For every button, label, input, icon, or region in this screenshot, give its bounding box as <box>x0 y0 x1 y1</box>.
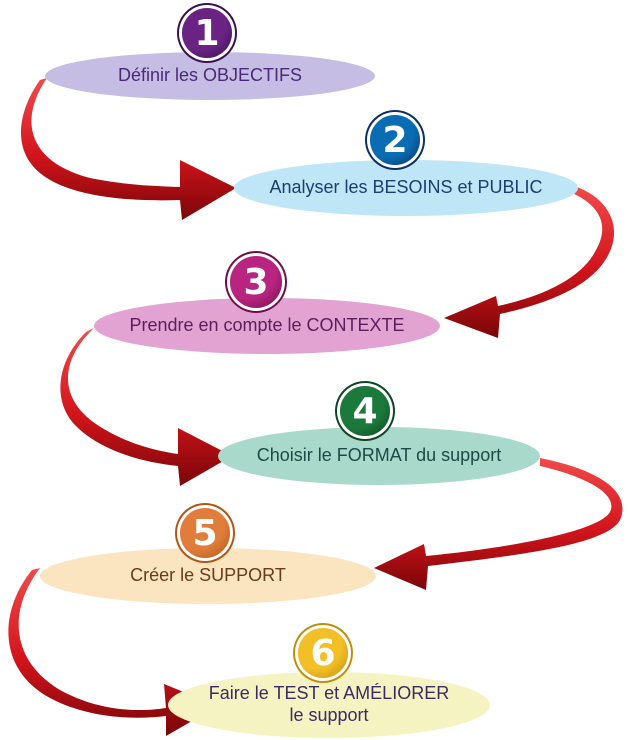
step-4-number: 4 <box>352 390 378 432</box>
step-2-ellipse <box>234 160 578 216</box>
step-3-ellipse <box>94 298 440 354</box>
flow-arrow-1 <box>20 78 236 220</box>
flow-arrow-5 <box>8 568 218 736</box>
step-6-number-badge: 6 <box>298 628 348 678</box>
step-5-number-badge: 5 <box>180 508 230 558</box>
step-4-ellipse <box>218 427 540 485</box>
step-6-ellipse <box>168 672 490 738</box>
step-1-number: 1 <box>194 12 220 54</box>
step-1-number-badge: 1 <box>182 8 232 58</box>
step-4-number-badge: 4 <box>340 386 390 436</box>
step-5-number: 5 <box>192 512 218 554</box>
step-5-ellipse <box>40 548 376 604</box>
step-3-number-badge: 3 <box>230 256 282 308</box>
flow-arrow-3 <box>60 328 232 486</box>
step-2-number: 2 <box>382 119 408 161</box>
flow-arrow-4 <box>374 458 623 590</box>
flow-arrow-2 <box>444 186 615 338</box>
step-6-number: 6 <box>310 632 336 674</box>
step-2-number-badge: 2 <box>370 115 420 165</box>
step-3-number: 3 <box>243 261 269 303</box>
step-1-ellipse <box>45 52 375 100</box>
